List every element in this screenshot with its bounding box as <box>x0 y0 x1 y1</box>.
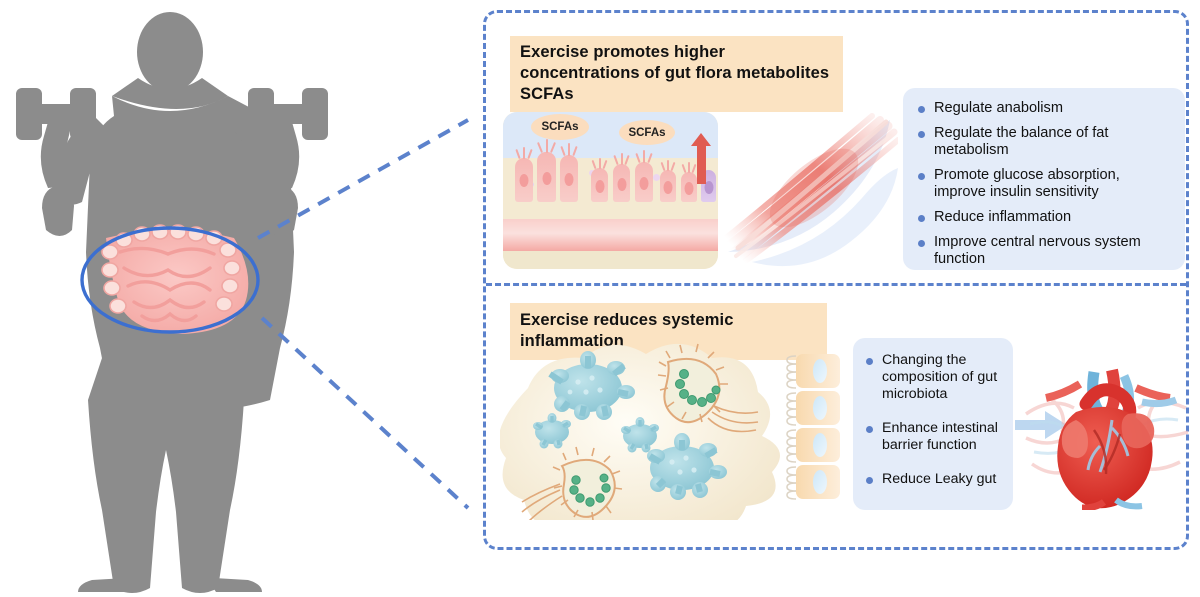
heart-illustration <box>1025 368 1189 510</box>
scfa-label-2: SCFAs <box>619 120 675 145</box>
gut-epithelium-illustration: SCFAs SCFAs <box>503 112 718 269</box>
flow-arrow-icon <box>1015 411 1067 439</box>
list-item: Reduce inflammation <box>915 209 1173 226</box>
body-silhouette <box>40 12 300 593</box>
microbe <box>548 351 635 420</box>
rod-bacterium <box>657 343 759 433</box>
bullet-dot-icon <box>918 106 925 113</box>
skeletal-muscle-illustration <box>723 113 898 267</box>
bullet-dot-icon <box>918 131 925 138</box>
gut-highlight-ellipse <box>80 226 260 334</box>
increase-arrow-icon <box>691 133 711 184</box>
list-item: Regulate anabolism <box>915 100 1173 117</box>
list-item: Reduce Leaky gut <box>863 471 1003 488</box>
microbe <box>621 417 659 453</box>
intestinal-epithelial-cells <box>786 354 840 500</box>
callout-box <box>483 10 1189 550</box>
exercising-body-figure <box>16 12 470 593</box>
microvilli <box>786 355 797 500</box>
bullet-dot-icon <box>866 426 873 433</box>
bullet-dot-icon <box>918 215 925 222</box>
bullet-dot-icon <box>918 173 925 180</box>
list-item: Improve central nervous system function <box>915 234 1173 268</box>
bullet-dot-icon <box>918 240 925 247</box>
inflammation-benefits-panel: Changing the composition of gut microbio… <box>853 338 1013 510</box>
rod-bacterium <box>521 446 623 520</box>
list-item: Enhance intestinal barrier function <box>863 420 1003 454</box>
dumbbell-icon <box>16 88 328 140</box>
scfa-label-1: SCFAs <box>531 114 589 140</box>
list-item: Changing the composition of gut microbio… <box>863 352 1003 403</box>
list-item: Promote glucose absorption, improve insu… <box>915 167 1173 201</box>
list-item: Regulate the balance of fat metabolism <box>915 125 1173 159</box>
callout-connector-lines <box>257 118 470 510</box>
gut-microbiota-illustration <box>500 343 780 520</box>
microbe <box>533 413 571 449</box>
panel-divider <box>486 283 1186 286</box>
intestines-illustration <box>80 224 260 334</box>
panel-title-scfa: Exercise promotes higher concentrations … <box>510 36 843 112</box>
microbe <box>647 433 727 500</box>
scfa-benefits-panel: Regulate anabolism Regulate the balance … <box>903 88 1185 270</box>
bullet-dot-icon <box>866 358 873 365</box>
bullet-dot-icon <box>866 477 873 484</box>
